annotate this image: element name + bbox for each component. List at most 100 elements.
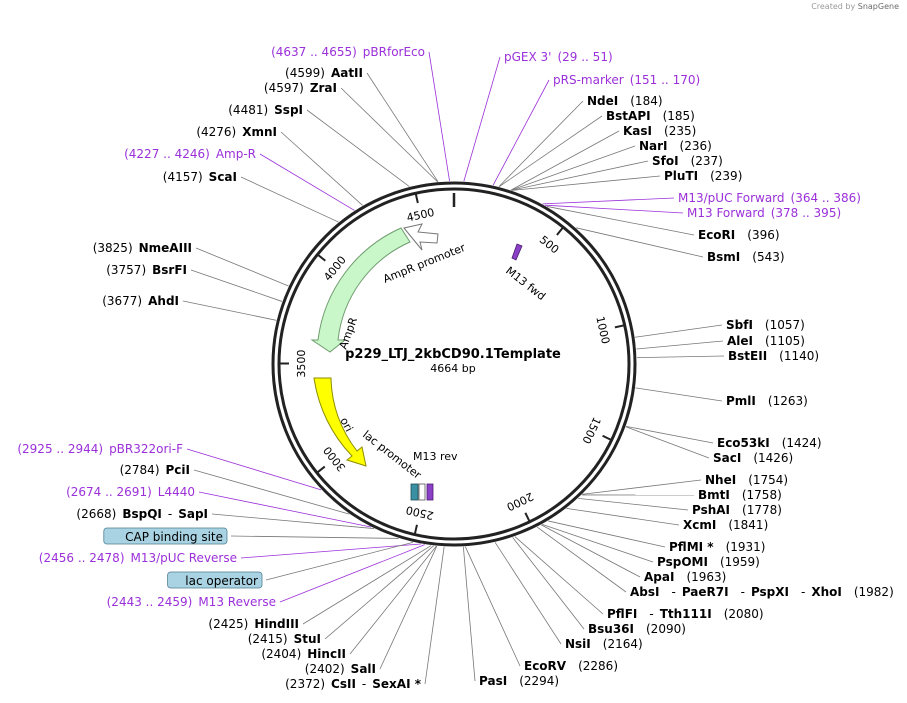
leader-line: [190, 269, 283, 302]
label-pluti[interactable]: PluTI(239): [664, 169, 742, 183]
label-eco53ki[interactable]: Eco53kI(1424): [717, 436, 822, 450]
plasmid-size: 4664 bp: [430, 362, 475, 375]
label-segment: (396): [747, 228, 779, 242]
label-segment: SapI: [178, 507, 208, 521]
leader-line: [182, 300, 277, 321]
label-segment: AleI: [727, 334, 753, 348]
label-ecori[interactable]: EcoRI(396): [698, 228, 780, 242]
label-l4440[interactable]: (2674 .. 2691)L4440: [66, 485, 195, 499]
feature-ampr[interactable]: [310, 227, 411, 353]
label-segment: M13/pUC Forward: [678, 191, 785, 205]
label-segment: Eco53kI: [717, 436, 770, 450]
label-sbfi[interactable]: SbfI(1057): [726, 318, 805, 332]
label-apai[interactable]: ApaI(1963): [644, 570, 726, 584]
label-aatii[interactable]: (4599)AatII: [285, 66, 363, 80]
label-prs-marker[interactable]: pRS-marker(151 .. 170): [553, 73, 700, 87]
leader-line: [546, 206, 695, 236]
label-bsmi[interactable]: BsmI(543): [707, 250, 785, 264]
label-scai[interactable]: (4157)ScaI: [163, 170, 237, 184]
label-segment: -: [801, 585, 805, 599]
label-bsu36i[interactable]: Bsu36I(2090): [588, 622, 686, 636]
leader-line: [498, 115, 603, 187]
label-segment: BspQI: [122, 507, 162, 521]
feature-ori[interactable]: [313, 377, 367, 467]
label-segment: (364 .. 386): [791, 191, 861, 205]
label-pbr322ori-f[interactable]: (2925 .. 2944)pBR322ori-F: [17, 442, 183, 456]
label-nhei[interactable]: NheI(1754): [705, 473, 788, 487]
label-sspi[interactable]: (4481)SspI: [228, 103, 303, 117]
label-bmti[interactable]: BmtI(1758): [698, 488, 782, 502]
label-nmeaiii[interactable]: (3825)NmeAIII: [93, 241, 192, 255]
label-zrai[interactable]: (4597)ZraI: [264, 81, 337, 95]
label-m13-forward[interactable]: M13 Forward(378 .. 395): [687, 206, 841, 220]
tick-label: 1500: [579, 415, 603, 446]
label-hindiii[interactable]: (2425)HindIII: [208, 617, 299, 631]
label-segment: (4157): [163, 170, 203, 184]
label-segment: (151 .. 170): [630, 73, 700, 87]
label-stui[interactable]: (2415)StuI: [248, 632, 321, 646]
label-segment: (2456 .. 2478): [39, 551, 125, 565]
label-pshai[interactable]: PshAI(1778): [692, 503, 782, 517]
label-pmli[interactable]: PmlI(1263): [726, 394, 808, 408]
label-segment: (235): [664, 124, 696, 138]
label-amp-r[interactable]: (4227 .. 4246)Amp-R: [124, 147, 256, 161]
label-xmni[interactable]: (4276)XmnI: [196, 125, 277, 139]
label-alei[interactable]: AleI(1105): [727, 334, 805, 348]
label-m13-reverse[interactable]: (2443 .. 2459)M13 Reverse: [107, 595, 276, 609]
label-segment: XhoI: [811, 585, 842, 599]
label-pflfi[interactable]: PflFI-Tth111I(2080): [607, 607, 764, 621]
leader-line: [582, 479, 702, 495]
label-absi[interactable]: AbsI-PaeR7I-PspXI-XhoI(1982): [630, 585, 894, 599]
label-segment: NarI: [639, 139, 668, 153]
label-hincii[interactable]: (2404)HincII: [261, 647, 346, 661]
label-box-text: lac operator: [185, 574, 258, 588]
label-ecorv[interactable]: EcoRV(2286): [524, 659, 618, 673]
label-bstapi[interactable]: BstAPI(185): [606, 109, 695, 123]
label-ahdi[interactable]: (3677)AhdI: [102, 294, 179, 308]
label-segment: -: [741, 585, 745, 599]
leader-line: [198, 491, 371, 528]
label-box: [103, 527, 228, 545]
label-pspomi[interactable]: PspOMI(1959): [657, 555, 760, 569]
label-pflmi[interactable]: PflMI *(1931): [669, 540, 765, 554]
label-pgex-3[interactable]: pGEX 3'(29 .. 51): [504, 50, 613, 64]
label-pasi[interactable]: PasI(2294): [479, 674, 559, 688]
label-kasi[interactable]: KasI(235): [623, 124, 696, 138]
label-segment: (1963): [686, 570, 726, 584]
tick-label: 4500: [405, 206, 435, 225]
label-segment: M13 Reverse: [198, 595, 276, 609]
label-nsii[interactable]: NsiI(2164): [565, 637, 643, 651]
label-segment: HincII: [307, 647, 346, 661]
label-pbrforeco[interactable]: (4637 .. 4655)pBRforEco: [271, 45, 425, 59]
label-segment: PflFI: [607, 607, 637, 621]
label-saci[interactable]: SacI(1426): [713, 451, 793, 465]
label-segment: BsrFI: [152, 263, 187, 277]
feature-m13-fwd[interactable]: [511, 243, 523, 261]
leader-line: [625, 425, 714, 444]
leader-line: [511, 175, 661, 191]
feature-ampr-promoter[interactable]: [403, 223, 439, 251]
feature-lac-promoter[interactable]: [410, 483, 434, 501]
label-m13-puc-forward[interactable]: M13/pUC Forward (364 .. 386): [678, 191, 861, 205]
leader-line: [306, 109, 410, 187]
label-bsrfi[interactable]: (3757)BsrFI: [106, 263, 187, 277]
label-nari[interactable]: NarI(236): [639, 139, 712, 153]
label-segment: PasI: [479, 674, 507, 688]
label-lac-operator[interactable]: lac operator: [167, 571, 263, 589]
leader-line: [424, 546, 445, 685]
label-sexai[interactable]: (2372)CsII-SexAI *: [285, 677, 422, 691]
label-segment: (1140): [779, 349, 819, 363]
label-bsteii[interactable]: BstEII(1140): [728, 349, 819, 363]
leader-line: [279, 544, 425, 603]
label-sapi[interactable]: (2668)BspQI-SapI: [76, 507, 208, 521]
leader-line: [511, 145, 636, 191]
label-m13-puc-reverse[interactable]: (2456 .. 2478)M13/pUC Reverse: [39, 551, 237, 565]
label-sali[interactable]: (2402)SalI: [305, 662, 376, 676]
tick-mark: [316, 253, 326, 262]
label-xcmi[interactable]: XcmI(1841): [683, 518, 768, 532]
label-ndei[interactable]: NdeI(184): [587, 94, 663, 108]
label-sfoi[interactable]: SfoI(237): [652, 154, 723, 168]
label-pcii[interactable]: (2784)PciI: [120, 463, 190, 477]
label-cap-binding-site[interactable]: CAP binding site: [103, 527, 228, 545]
label-segment: SalI: [351, 662, 376, 676]
